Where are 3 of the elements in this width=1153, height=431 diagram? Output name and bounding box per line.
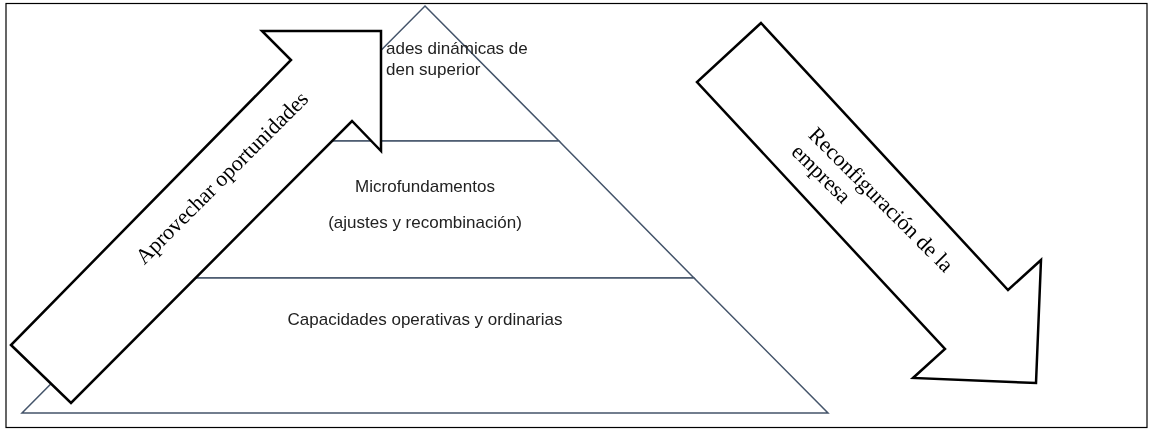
tier-label: (ajustes y recombinación) <box>327 212 523 234</box>
tier-label: Capacidades operativas y ordinarias <box>286 309 564 331</box>
tier-label: Microfundamentos <box>354 176 496 198</box>
